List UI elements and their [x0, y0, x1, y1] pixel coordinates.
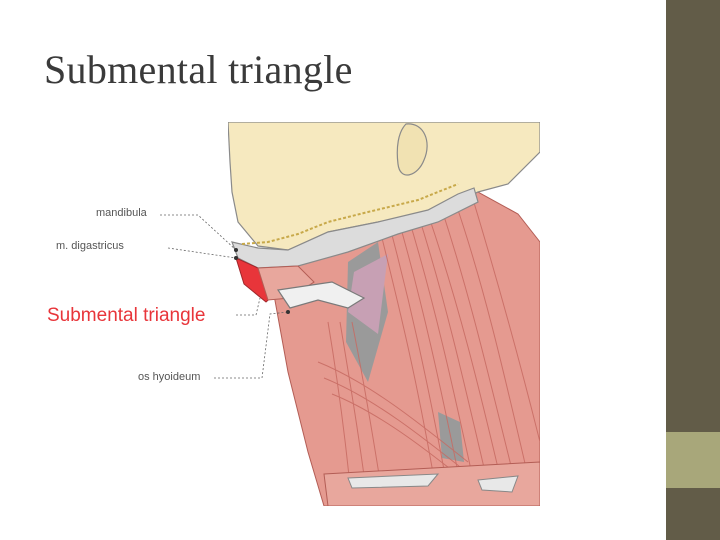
label-submental-triangle: Submental triangle	[47, 305, 206, 326]
neck-anatomy-svg	[228, 122, 540, 506]
neck-anatomy-illustration	[228, 122, 540, 506]
leader-dot-mandibula	[234, 248, 238, 252]
ear	[396, 123, 428, 176]
leader-hyoid	[214, 311, 289, 379]
label-os-hyoideum: os hyoideum	[138, 371, 201, 383]
leader-submental	[236, 297, 261, 316]
clavicle-tendon-right	[477, 475, 519, 493]
clavicle-tendon	[347, 473, 440, 489]
leader-mandibula	[160, 214, 237, 251]
leader-dot-digastricus	[234, 256, 238, 260]
label-mandibula: mandibula	[96, 207, 147, 219]
mandible-teeth-edge	[241, 183, 459, 245]
label-digastricus: m. digastricus	[56, 240, 124, 252]
leader-digastricus	[167, 247, 237, 259]
slide-title: Submental triangle	[44, 47, 353, 92]
hyoid-bone	[276, 281, 366, 309]
carotid-triangle-region	[348, 254, 388, 334]
sidebar-accent-block	[666, 432, 720, 488]
leader-dot-hyoid	[286, 310, 290, 314]
clavicle-band	[323, 461, 540, 506]
muscle-fibres	[317, 195, 540, 506]
